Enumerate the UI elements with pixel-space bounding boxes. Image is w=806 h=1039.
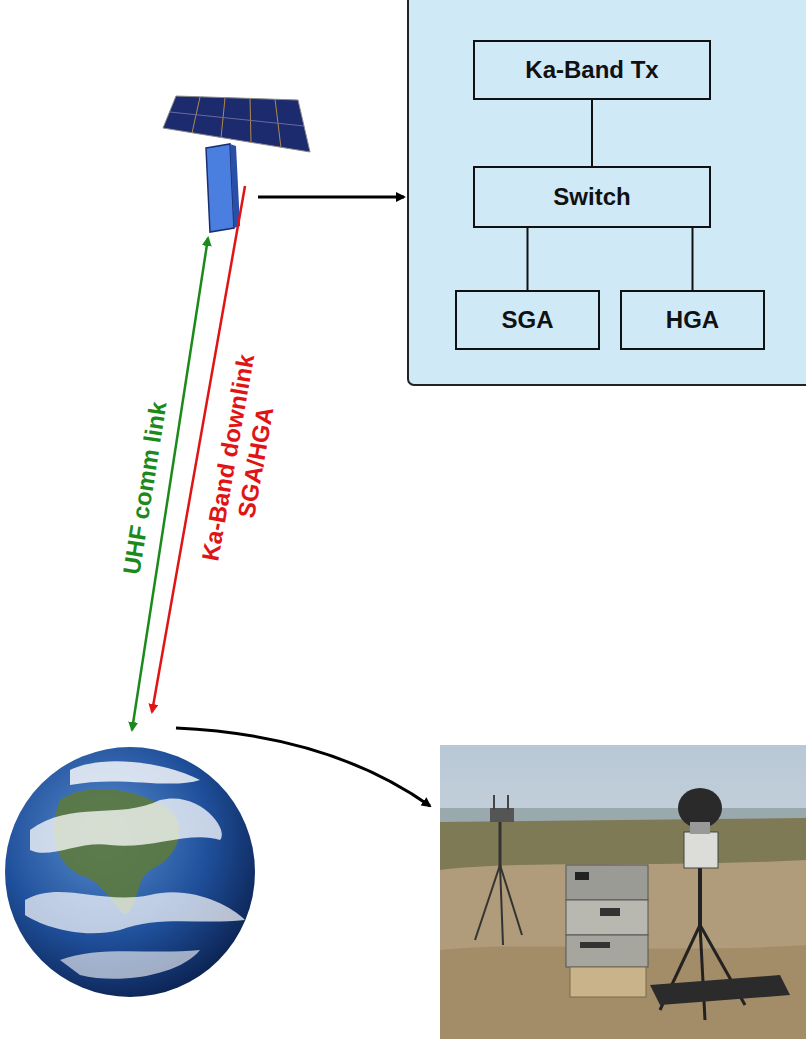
process-box: SGA [455, 290, 600, 350]
box-label: Ka-Band Tx [525, 56, 658, 84]
pointer-arrow [258, 196, 404, 199]
box-label: HGA [666, 306, 719, 334]
earth [5, 747, 255, 997]
subsystem-panel [408, 0, 806, 385]
link-label: Ka-Band downlink SGA/HGA [194, 342, 289, 578]
connector-line [527, 228, 529, 290]
link-label: UHF comm link [112, 367, 177, 608]
process-box: Ka-Band Tx [473, 40, 711, 100]
connector-line [591, 100, 593, 166]
pointer-arrow [176, 728, 430, 806]
process-box: Switch [473, 166, 711, 228]
box-label: Switch [553, 183, 630, 211]
process-box: HGA [620, 290, 765, 350]
box-label: SGA [501, 306, 553, 334]
ground-station-photo [440, 745, 806, 1039]
connector-line [692, 228, 694, 290]
satellite [163, 96, 310, 232]
